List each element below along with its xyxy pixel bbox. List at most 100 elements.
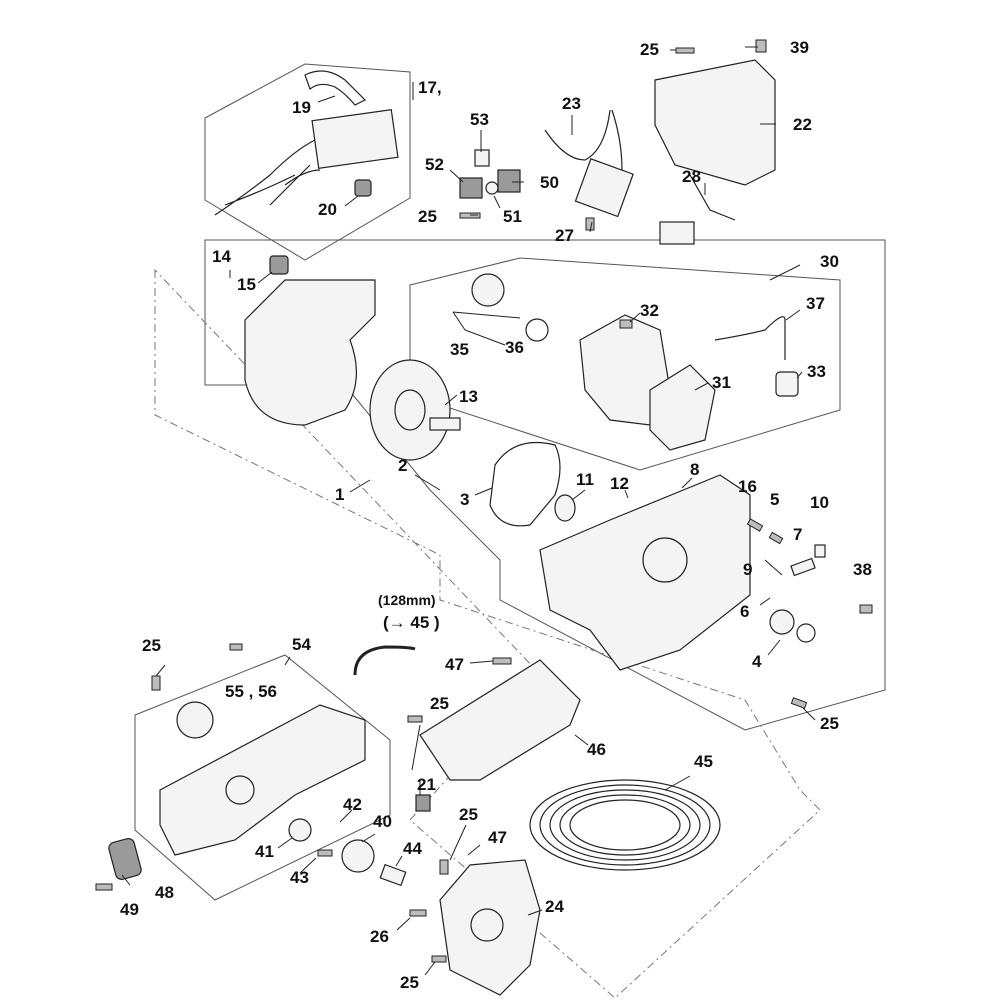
callout-48: 48 xyxy=(155,883,174,902)
callout-17: 17, xyxy=(418,78,442,97)
callout-2: 2 xyxy=(398,456,407,475)
callout-40: 40 xyxy=(373,812,392,831)
callout-38: 38 xyxy=(853,560,872,579)
bracket-28 xyxy=(689,174,736,221)
callout-1: 1 xyxy=(335,485,344,504)
circlip-4 xyxy=(796,623,816,643)
hose-ref-note: (→ 45 ) xyxy=(383,613,440,632)
bearing-seat xyxy=(642,537,688,583)
callout-3: 3 xyxy=(460,490,469,509)
callout-35: 35 xyxy=(450,340,469,359)
screw-25-bottom xyxy=(431,955,447,963)
switch-50 xyxy=(497,169,521,193)
callout-16: 16 xyxy=(738,477,757,496)
side-cover-24 xyxy=(439,859,541,996)
fan-13 xyxy=(369,359,451,461)
screw-49 xyxy=(95,883,113,891)
cover-24-boss xyxy=(470,908,504,942)
callout-50: 50 xyxy=(540,173,559,192)
callout-25-left: 25 xyxy=(142,636,161,655)
seal-ring-36 xyxy=(525,318,549,342)
outline-harness-group xyxy=(204,63,411,261)
callout-labels: 17, 19 20 53 52 50 51 25 23 27 25 39 22 … xyxy=(120,38,872,992)
callout-37: 37 xyxy=(806,294,825,313)
screw-27 xyxy=(585,217,595,231)
coil-28 xyxy=(659,221,695,245)
spring-51 xyxy=(485,181,499,195)
filter-33 xyxy=(775,371,799,397)
clamp-21 xyxy=(415,794,431,812)
cable-23 xyxy=(544,109,623,171)
callout-13: 13 xyxy=(459,387,478,406)
callout-25-mid: 25 xyxy=(459,805,478,824)
seal-41 xyxy=(288,818,312,842)
callout-31: 31 xyxy=(712,373,731,392)
stud-7 xyxy=(790,557,816,577)
oil-seal-11 xyxy=(554,494,576,522)
control-unit-23 xyxy=(574,158,634,218)
callout-47-top: 47 xyxy=(445,655,464,674)
callout-25-switch: 25 xyxy=(418,207,437,226)
pump-40 xyxy=(341,839,375,873)
callout-39: 39 xyxy=(790,38,809,57)
callout-10: 10 xyxy=(810,493,829,512)
callout-25-top: 25 xyxy=(640,40,659,59)
oil-pump-35 xyxy=(471,273,505,307)
callout-22: 22 xyxy=(793,115,812,134)
callout-25-base: 25 xyxy=(430,694,449,713)
fitting-44 xyxy=(379,863,407,887)
callout-5: 5 xyxy=(770,490,779,509)
callout-42: 42 xyxy=(343,795,362,814)
screws xyxy=(95,39,873,963)
screw-16 xyxy=(746,518,764,532)
callout-36: 36 xyxy=(505,338,524,357)
callout-27: 27 xyxy=(555,226,574,245)
coiled-hose-45 xyxy=(529,779,721,871)
disc-24-hole xyxy=(225,775,255,805)
callout-41: 41 xyxy=(255,842,274,861)
crankcase-2 xyxy=(539,474,751,671)
callout-14: 14 xyxy=(212,247,231,266)
hose-length-note: (128mm) xyxy=(378,592,436,608)
fan-hub xyxy=(394,389,426,431)
callout-23: 23 xyxy=(562,94,581,113)
hose-128mm xyxy=(353,645,416,676)
handle-cap-48 xyxy=(108,838,142,880)
screw-5 xyxy=(768,531,784,545)
outline-base-group xyxy=(134,654,391,901)
screw-25-47 xyxy=(439,859,449,875)
switch-53 xyxy=(474,149,490,167)
group-outlines xyxy=(134,63,886,999)
cap-55-56 xyxy=(176,701,214,739)
callout-45-coil: 45 xyxy=(694,752,713,771)
callout-43: 43 xyxy=(290,868,309,887)
callout-25-bottom: 25 xyxy=(400,973,419,992)
leader-lines xyxy=(121,46,816,976)
callout-30: 30 xyxy=(820,252,839,271)
callout-46: 46 xyxy=(587,740,606,759)
callout-44: 44 xyxy=(403,839,422,858)
screw-25-base xyxy=(407,715,423,723)
clip-15 xyxy=(269,255,289,275)
callout-19: 19 xyxy=(292,98,311,117)
callout-15: 15 xyxy=(237,275,256,294)
callout-26: 26 xyxy=(370,927,389,946)
callout-28: 28 xyxy=(682,167,701,186)
controller-box-17 xyxy=(311,108,399,170)
guard-plate-46 xyxy=(419,659,581,781)
callout-53: 53 xyxy=(470,110,489,129)
oil-line-37 xyxy=(714,316,786,360)
screw-43 xyxy=(317,849,333,857)
callout-12: 12 xyxy=(610,474,629,493)
callout-32: 32 xyxy=(640,301,659,320)
callout-49: 49 xyxy=(120,900,139,919)
callout-47-bottom: 47 xyxy=(488,828,507,847)
callout-9: 9 xyxy=(743,560,752,579)
callout-6: 6 xyxy=(740,602,749,621)
callout-52: 52 xyxy=(425,155,444,174)
cover-plate-31 xyxy=(649,364,716,451)
base-housing-54 xyxy=(159,704,366,856)
screw-54 xyxy=(229,643,243,651)
sleeve-10 xyxy=(814,544,826,558)
